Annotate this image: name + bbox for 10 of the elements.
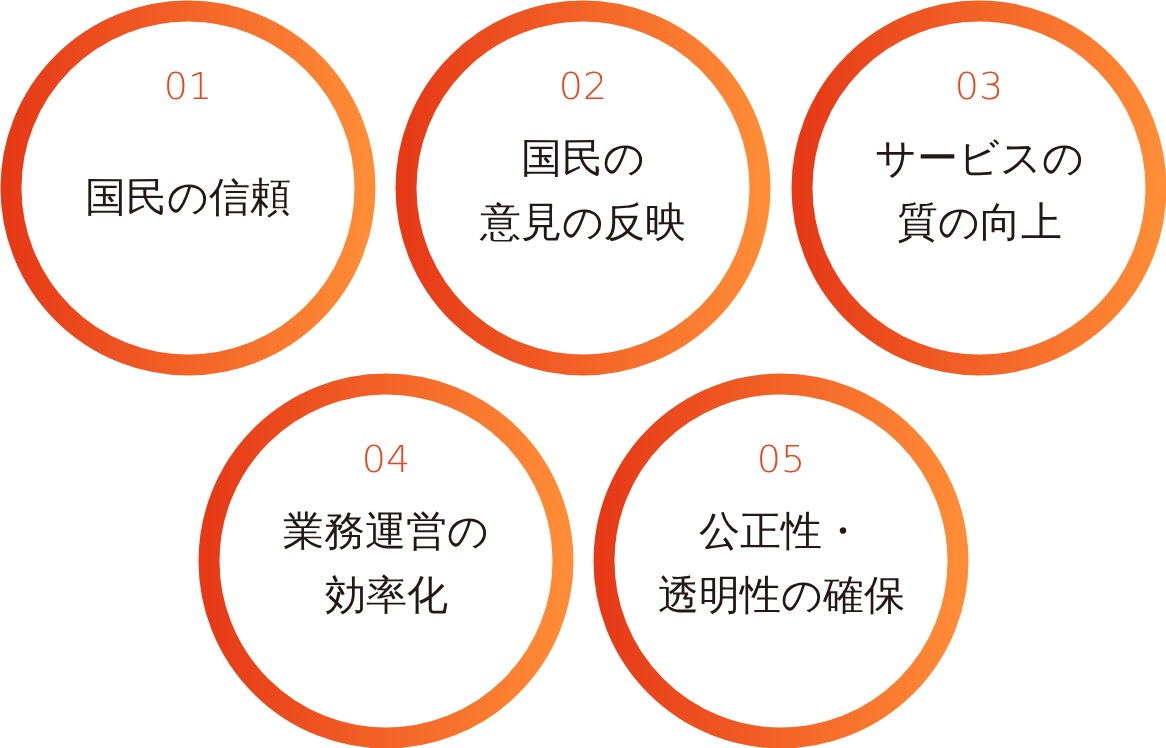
step-title: 国民の信頼: [84, 172, 292, 223]
step-title: 業務運営の効率化: [282, 506, 490, 621]
step-title: 国民の意見の反映: [479, 133, 687, 248]
step-number: 05: [755, 437, 807, 481]
step-number: 04: [360, 437, 412, 481]
step-number: 02: [557, 64, 609, 108]
step-number: 03: [953, 64, 1005, 108]
step-title: 公正性・透明性の確保: [656, 506, 906, 621]
step-number: 01: [162, 64, 214, 108]
step-title: サービスの質の向上: [873, 133, 1085, 248]
